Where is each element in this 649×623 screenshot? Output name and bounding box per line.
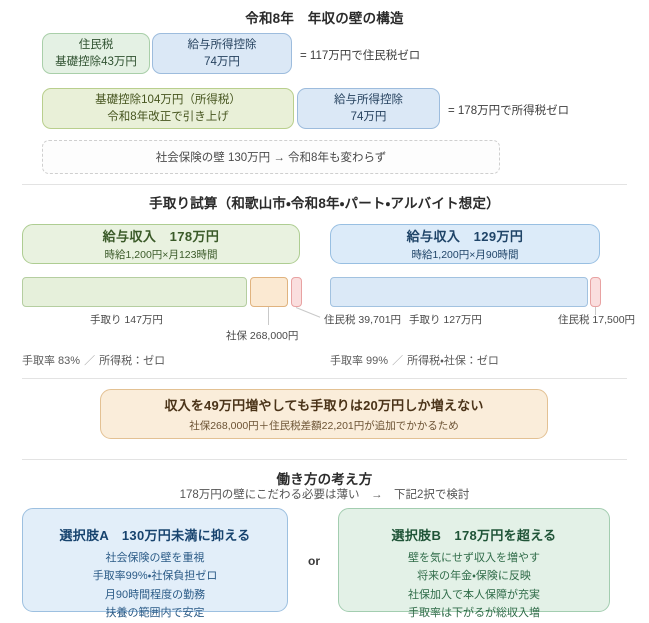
option-card-b[interactable]: 選択肢B 178万円を超える 壁を気にせず収入を増やす 将来の年金・保険に反映 … xyxy=(338,508,610,619)
rate-line-right: 手取率 99%／所得税・社保：ゼロ xyxy=(330,352,499,368)
chip-line-1: 給与所得控除 xyxy=(187,38,257,51)
rate-separator: ／ xyxy=(84,355,96,367)
rate-note-right: 所得税・社保：ゼロ xyxy=(407,355,499,367)
chip-resident-tax-basic-deduction: 住民税 基礎控除43万円 xyxy=(42,33,150,74)
option-b-item: 社保加入で本人保障が充実 xyxy=(408,588,540,601)
income-box-178: 給与収入 178万円 時給1,200円×月123時間 xyxy=(22,224,300,264)
social-insurance-wall-note: 社会保険の壁 130万円 → 令和8年も変わらず xyxy=(42,140,500,174)
label-social-insurance-left: 社保 268,000円 xyxy=(226,330,299,342)
bar-segment-resident-tax-right xyxy=(590,277,601,307)
chip-line-2: 基礎控除43万円 xyxy=(55,55,137,68)
key-insight-callout: 収入を49万円増やしても手取りは20万円しか増えない 社保268,000円＋住民… xyxy=(100,389,548,439)
option-a-item: 手取率99%・社保負担ゼロ xyxy=(92,570,218,583)
section-2-title: 手取り試算（和歌山市・令和8年・パート・アルバイト想定） xyxy=(149,196,500,211)
or-divider-label: or xyxy=(308,554,320,568)
chip-line-2: 74万円 xyxy=(350,110,387,123)
label-resident-tax-left: 住民税 39,701円 xyxy=(324,314,402,326)
section-3-title: 働き方の考え方 xyxy=(276,472,373,487)
bar-segment-resident-tax-left xyxy=(291,277,302,307)
bar-segment-takehome-left xyxy=(22,277,247,307)
label-takehome-right: 手取り 127万円 xyxy=(409,314,482,326)
rate-line-left: 手取率 83%／所得税：ゼロ xyxy=(22,352,165,368)
income-amount: 給与収入 129万円 xyxy=(406,229,524,244)
income-amount: 給与収入 178万円 xyxy=(102,229,220,244)
chip-salary-income-deduction-row2: 給与所得控除 74万円 xyxy=(297,88,440,129)
section-divider-1 xyxy=(22,184,627,185)
label-resident-tax-right: 住民税 17,500円 xyxy=(558,314,636,326)
income-breakdown: 時給1,200円×月90時間 xyxy=(411,249,519,261)
option-b-item: 将来の年金・保険に反映 xyxy=(417,570,531,583)
bar-segment-takehome-right xyxy=(330,277,588,307)
chip-line-1: 住民税 xyxy=(78,38,114,51)
section-3-subtitle: 178万円の壁にこだわる必要は薄い → 下記2択で検討 xyxy=(179,489,470,501)
leader-line-resident-tax-right xyxy=(595,307,596,315)
option-a-item: 月90時間程度の勤務 xyxy=(104,588,206,601)
bar-segment-social-insurance-left xyxy=(250,277,288,307)
option-b-item: 壁を気にせず収入を増やす xyxy=(408,552,540,564)
leader-line-resident-tax-left xyxy=(295,307,321,318)
option-a-item: 社会保険の壁を重視 xyxy=(105,552,205,564)
rate-note-left: 所得税：ゼロ xyxy=(99,355,166,367)
chip-line-2: 令和8年改正で引き上げ xyxy=(107,110,229,123)
takehome-rate-left: 手取率 83% xyxy=(22,355,81,367)
option-card-a[interactable]: 選択肢A 130万円未満に抑える 社会保険の壁を重視 手取率99%・社保負担ゼロ… xyxy=(22,508,288,619)
section-divider-3 xyxy=(22,459,627,460)
option-b-title: 選択肢B 178万円を超える xyxy=(391,528,557,543)
rate-separator: ／ xyxy=(392,355,404,367)
income-breakdown: 時給1,200円×月123時間 xyxy=(104,249,218,261)
takehome-rate-right: 手取率 99% xyxy=(330,355,389,367)
chip-line-1: 基礎控除104万円（所得税） xyxy=(95,93,241,106)
section-divider-2 xyxy=(22,378,627,379)
row1-result-note: = 117万円で住民税ゼロ xyxy=(300,50,421,62)
option-a-item: 扶養の範囲内で安定 xyxy=(105,607,205,620)
callout-subtext: 社保268,000円＋住民税差額22,201円が追加でかかるため xyxy=(189,420,459,432)
chip-salary-income-deduction-row1: 給与所得控除 74万円 xyxy=(152,33,292,74)
callout-headline: 収入を49万円増やしても手取りは20万円しか増えない xyxy=(164,398,484,413)
income-box-129: 給与収入 129万円 時給1,200円×月90時間 xyxy=(330,224,600,264)
option-a-title: 選択肢A 130万円未満に抑える xyxy=(59,528,251,543)
row2-result-note: = 178万円で所得税ゼロ xyxy=(448,105,570,117)
section-1-title: 令和8年 年収の壁の構造 xyxy=(245,11,404,26)
label-takehome-left: 手取り 147万円 xyxy=(90,314,163,326)
chip-income-tax-basic-deduction: 基礎控除104万円（所得税） 令和8年改正で引き上げ xyxy=(42,88,294,129)
chip-line-1: 給与所得控除 xyxy=(334,93,403,106)
leader-line-social-insurance xyxy=(268,307,269,325)
option-b-item: 手取率は下がるが総収入増 xyxy=(408,607,540,620)
chip-line-2: 74万円 xyxy=(204,55,240,68)
